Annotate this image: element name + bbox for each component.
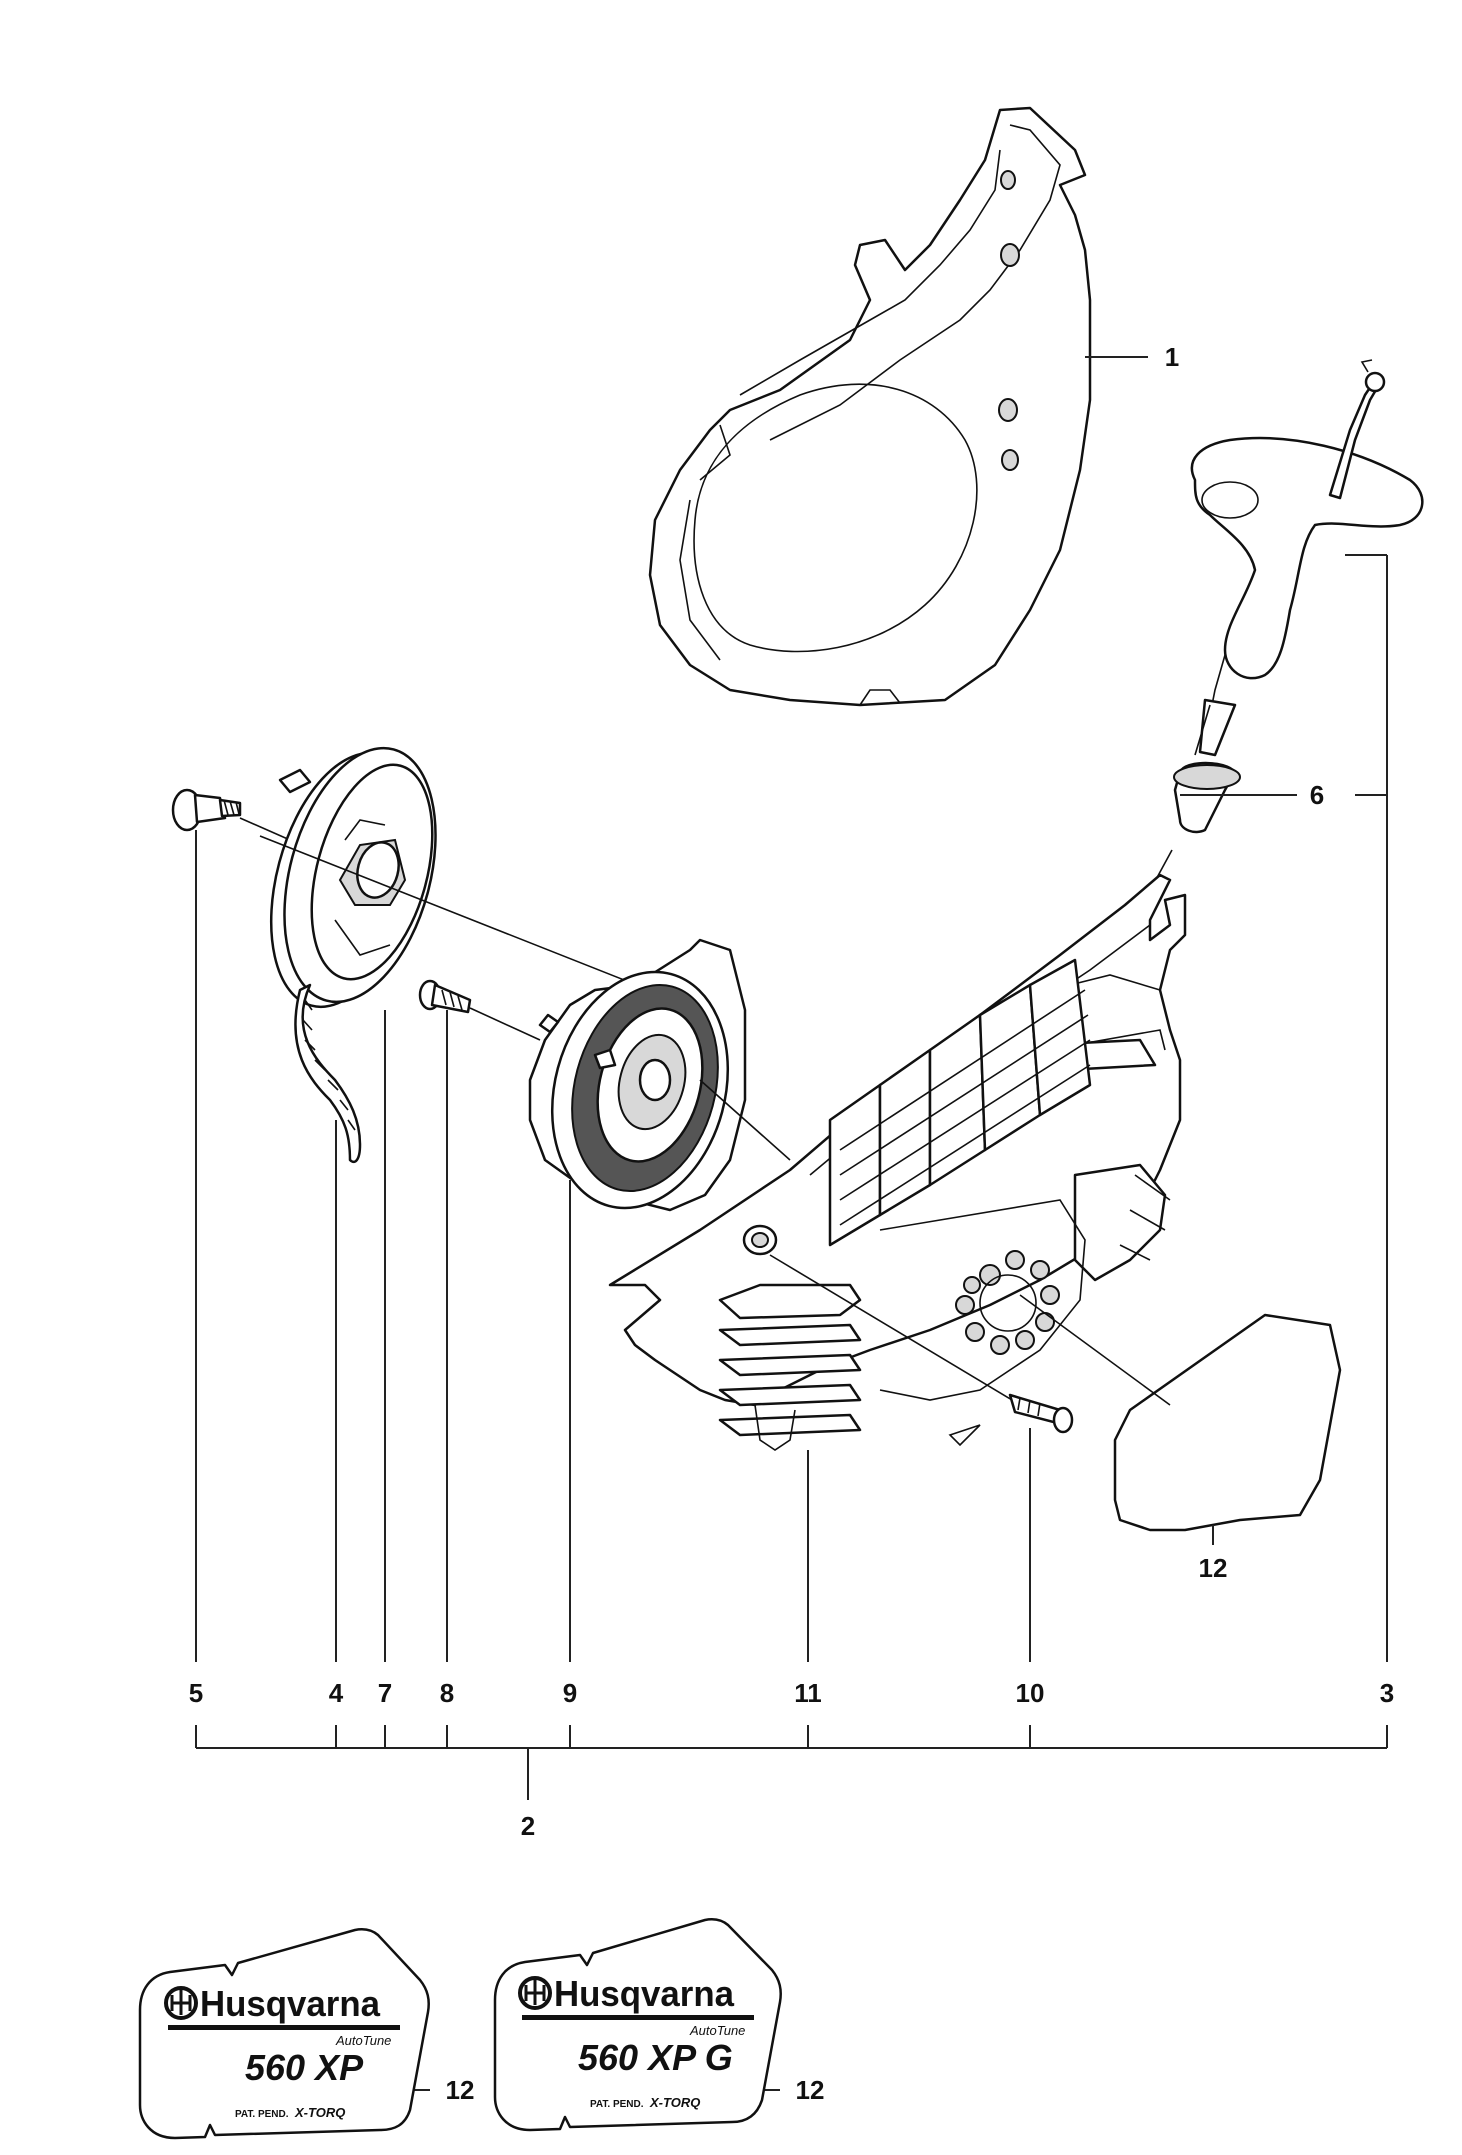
callout-12-assembly: 12 xyxy=(1199,1553,1228,1583)
part-12-decal-blank xyxy=(1019,1294,1342,1532)
callout-2: 2 xyxy=(521,1811,535,1841)
lower-vent-grille xyxy=(718,1283,862,1437)
callout-9: 9 xyxy=(563,1678,577,1708)
callout-10: 10 xyxy=(1016,1678,1045,1708)
part-10-screw xyxy=(769,1254,1074,1434)
decal-560xp: Husqvarna AutoTune 560 XP PAT. PEND. X-T… xyxy=(138,1927,430,2140)
decal-pat-right: PAT. PEND. xyxy=(590,2099,644,2110)
part-1-cover xyxy=(648,106,1092,707)
leader-lines xyxy=(195,356,1388,2091)
husqvarna-logo-icon xyxy=(164,1986,198,2020)
decal-torq-right: X-TORQ xyxy=(649,2095,700,2110)
decal-560xpg: Husqvarna AutoTune 560 XP G PAT. PEND. X… xyxy=(493,1917,782,2132)
callout-5: 5 xyxy=(189,1678,203,1708)
part-5-screw xyxy=(171,788,291,841)
part-11-starter-housing xyxy=(608,873,1187,1451)
decal-brand-right: Husqvarna xyxy=(554,1973,735,2014)
decal-brand-left: Husqvarna xyxy=(200,1983,381,2024)
callout-3: 3 xyxy=(1380,1678,1394,1708)
part-6-rope-guide xyxy=(1084,761,1241,1011)
part-9-spring-housing xyxy=(528,938,791,1212)
part-8-screw xyxy=(418,979,541,1041)
callout-1: 1 xyxy=(1165,342,1179,372)
callout-12-right-decal: 12 xyxy=(796,2075,825,2105)
callout-labels: 1 6 12 5 4 7 8 9 11 10 3 2 12 12 xyxy=(189,342,1394,2105)
part-7-pulley xyxy=(269,746,437,1009)
part-3-starter-handle xyxy=(1190,359,1424,757)
callout-8: 8 xyxy=(440,1678,454,1708)
decal-autotune-right: AutoTune xyxy=(689,2023,745,2038)
husqvarna-logo-icon xyxy=(518,1976,552,2010)
decal-torq-left: X-TORQ xyxy=(294,2105,345,2120)
decal-pat-left: PAT. PEND. xyxy=(235,2109,289,2120)
decal-autotune-left: AutoTune xyxy=(335,2033,391,2048)
upper-vent-grille xyxy=(828,958,1092,1247)
callout-12-left-decal: 12 xyxy=(446,2075,475,2105)
callout-4: 4 xyxy=(329,1678,344,1708)
callout-6: 6 xyxy=(1310,780,1324,810)
decal-model-left: 560 XP xyxy=(245,2047,364,2088)
callout-7: 7 xyxy=(378,1678,392,1708)
callout-11: 11 xyxy=(794,1678,822,1708)
decal-model-right: 560 XP G xyxy=(578,2037,733,2078)
